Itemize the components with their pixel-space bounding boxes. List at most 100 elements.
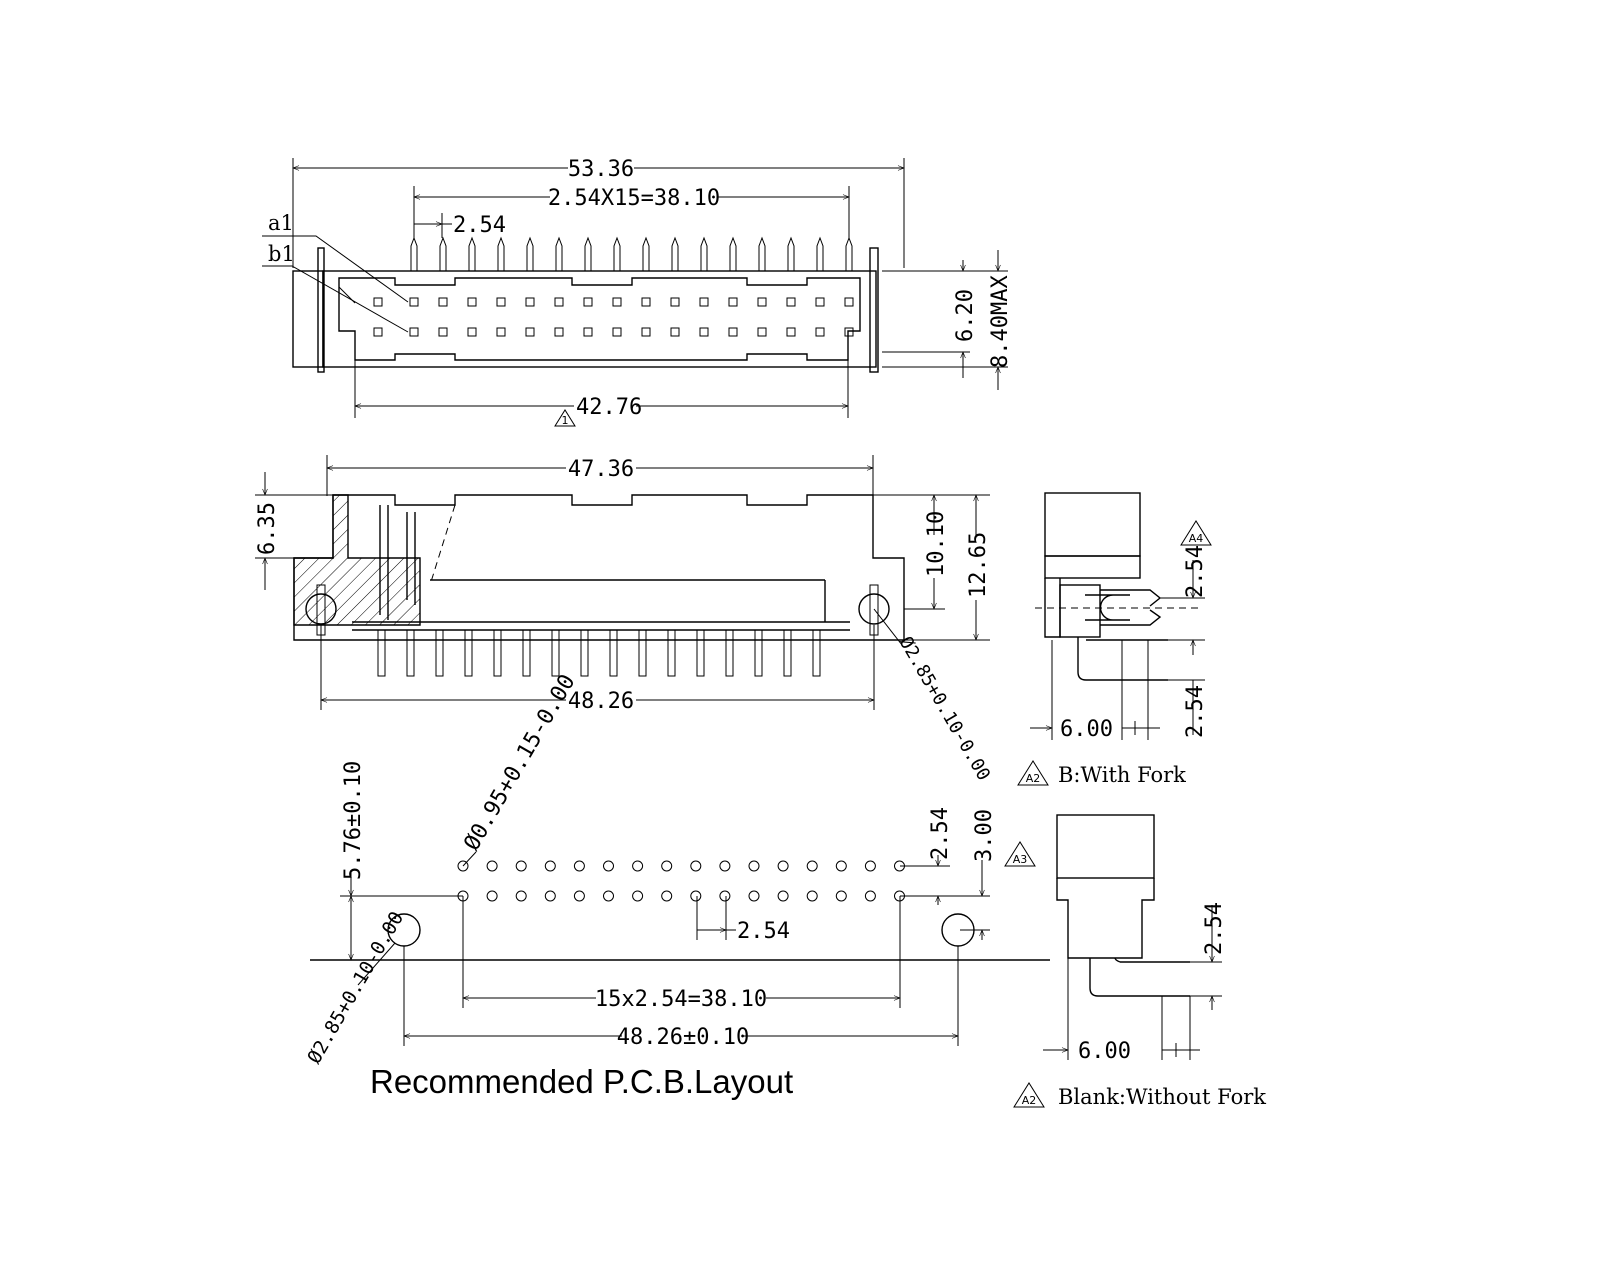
contact-row-a — [612, 297, 622, 307]
pcb-hole-row-b — [661, 890, 673, 902]
side-pin — [493, 629, 502, 677]
contact-row-b — [757, 327, 767, 337]
pcb-hole-row-a — [457, 860, 469, 872]
fork-rev-label: A4 — [1189, 532, 1204, 545]
fork-body-top — [1044, 492, 1141, 557]
contact-row-b — [373, 327, 383, 337]
contact-row-b — [612, 327, 622, 337]
side-mount-hole-right — [858, 593, 890, 625]
a1-label: a1 — [268, 211, 294, 235]
pcb-hole-row-a — [806, 860, 818, 872]
side-mount-hole-label: Ø2.85+0.10-0.00 — [895, 633, 994, 784]
contact-row-a — [496, 297, 506, 307]
top-pin — [729, 236, 737, 271]
contact-row-a — [728, 297, 738, 307]
height-a-label: 10.10 — [924, 511, 949, 577]
side-view: 47.36 6.35 — [255, 455, 994, 784]
pcb-hole-row-b — [632, 890, 644, 902]
overall-width-label: 53.36 — [568, 157, 634, 182]
mount-span-label: 48.26±0.10 — [617, 1025, 749, 1050]
contact-row-a — [757, 297, 767, 307]
pitch-label: 2.54 — [453, 213, 506, 238]
pcb-hole-row-a — [573, 860, 585, 872]
side-pin — [754, 629, 763, 677]
nofork-body-top — [1056, 814, 1155, 879]
dim-pitch: 2.54 — [414, 213, 506, 238]
contact-row-a — [670, 297, 680, 307]
contact-row-a — [438, 297, 448, 307]
pcb-layout: Ø0.95+0.15-0.00 5.76±0.10 2.54 3.00 A3 2… — [303, 670, 1050, 1100]
row-pitch-label: 2.54 — [928, 807, 953, 860]
nofork-note: Blank:Without Fork — [1058, 1085, 1266, 1109]
contact-row-a — [467, 297, 477, 307]
top-pin — [671, 236, 679, 271]
side-mount-hole-left — [305, 593, 337, 625]
side-pin — [464, 629, 473, 677]
side-pin — [435, 629, 444, 677]
body-width-label: 47.36 — [568, 457, 634, 482]
side-pin — [696, 629, 705, 677]
pcb-hole-row-a — [777, 860, 789, 872]
contact-row-b — [583, 327, 593, 337]
top-pins — [410, 236, 853, 271]
pcb-hole-row-a — [603, 860, 614, 872]
right-post — [869, 247, 879, 373]
pcb-mount-hole-label: Ø2.85+0.10-0.00 — [303, 908, 408, 1068]
row-offset-label: 3.00 — [972, 809, 997, 862]
fork-pitch-label: 2.54 — [1183, 545, 1208, 598]
side-pin — [406, 629, 415, 677]
pcb-hole-row-a — [515, 860, 527, 872]
top-pin — [613, 236, 621, 271]
contact-row-b — [670, 327, 680, 337]
side-pin — [725, 629, 734, 677]
b1-label: b1 — [268, 242, 295, 266]
left-post — [317, 247, 325, 373]
side-pin — [551, 629, 560, 677]
pcb-hole-row-b — [515, 890, 527, 902]
rev-1-label: 1 — [562, 414, 569, 427]
contact-row-b — [844, 327, 854, 337]
top-contacts — [373, 297, 854, 337]
contact-row-b — [438, 327, 448, 337]
col-pitch-label: 2.54 — [737, 919, 790, 944]
pin-hole-label: Ø0.95+0.15-0.00 — [460, 670, 581, 855]
inner-width-label: 42.76 — [576, 395, 642, 420]
contact-row-a — [373, 297, 383, 307]
pcb-hole-row-a — [719, 860, 731, 872]
side-pins — [377, 629, 821, 677]
side-pin — [377, 629, 386, 677]
top-pin — [816, 236, 824, 271]
dim-mount-pitch: 48.26 — [320, 625, 875, 714]
nofork-pitch-label: 2.54 — [1202, 902, 1227, 955]
contact-row-a — [641, 297, 651, 307]
contact-row-b — [554, 327, 564, 337]
side-pin — [783, 629, 792, 677]
pcb-hole-row-a — [661, 860, 673, 872]
side-body — [293, 494, 905, 641]
top-pin — [642, 236, 650, 271]
side-pin — [638, 629, 647, 677]
contact-row-b — [699, 327, 709, 337]
contact-row-a — [815, 297, 825, 307]
contact-row-b — [641, 327, 651, 337]
pcb-hole-row-b — [603, 890, 614, 902]
height-b-label: 12.65 — [966, 532, 991, 598]
nofork-offset-label: 6.00 — [1078, 1039, 1131, 1064]
end-view-fork: 2.54 2.54 A4 6.00 A2 B:With Fork — [1017, 492, 1212, 787]
pcb-hole-row-a — [835, 860, 847, 872]
inner-shroud — [338, 277, 861, 361]
edge-distance-label: 5.76±0.10 — [341, 761, 366, 880]
pcb-hole-row-a — [864, 860, 876, 872]
dim-height-side: 10.10 12.65 — [873, 494, 991, 641]
fork-note: B:With Fork — [1058, 763, 1186, 787]
top-pin — [555, 236, 563, 271]
dim-body-width: 47.36 — [326, 455, 874, 496]
pcb-hole-row-b — [690, 890, 702, 902]
pcb-hole-row-a — [486, 860, 498, 872]
pcb-hole-row-b — [777, 890, 789, 902]
contact-row-b — [525, 327, 535, 337]
top-pin — [758, 236, 766, 271]
pcb-hole-row-b — [573, 890, 585, 902]
nofork-note-rev: A2 — [1022, 1094, 1037, 1107]
pcb-hole-row-b — [544, 890, 556, 902]
